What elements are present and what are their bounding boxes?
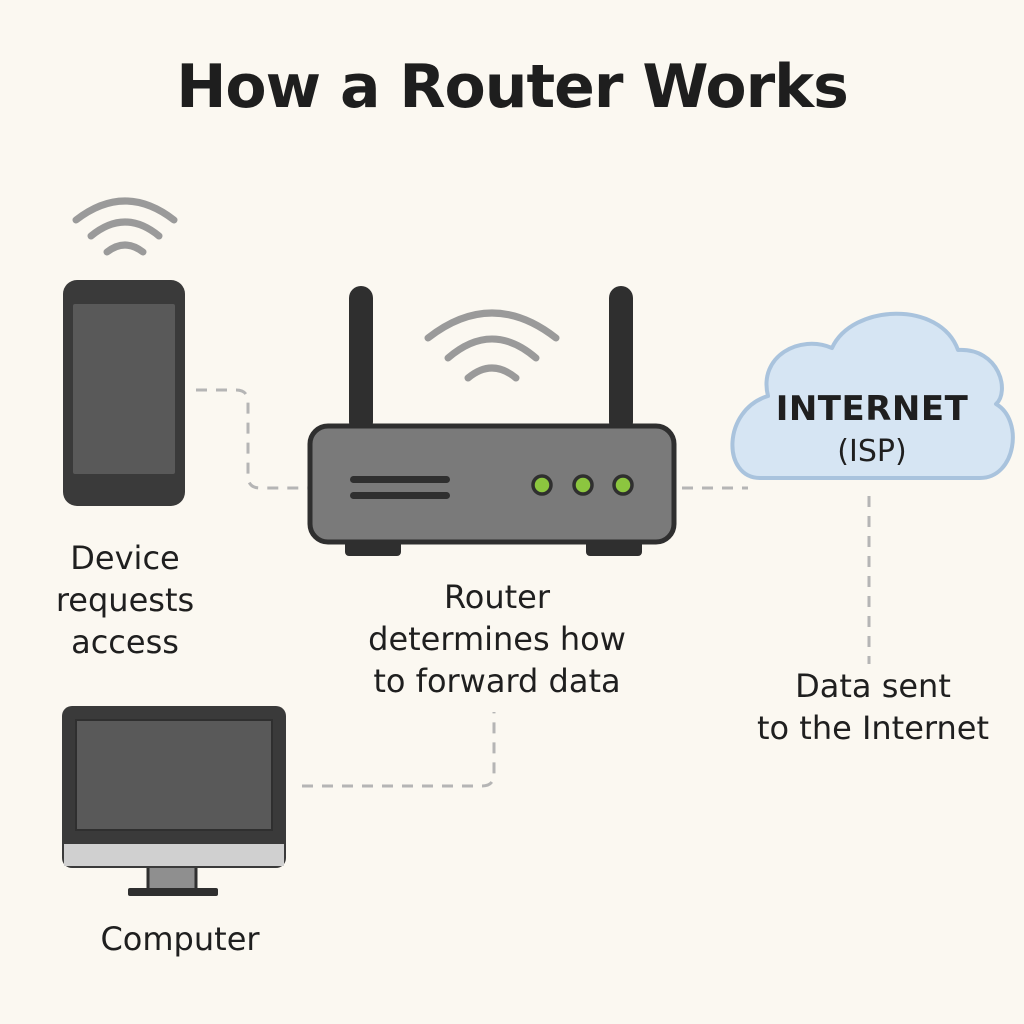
phone-router-connector	[196, 388, 308, 490]
internet-label-line-1: Data sent	[795, 667, 951, 705]
device-label: Device requests access	[0, 537, 250, 663]
router-label-line-2: determines how	[368, 620, 626, 658]
monitor-icon	[62, 706, 286, 896]
connectors	[196, 388, 871, 788]
page-title: How a Router Works	[176, 52, 849, 122]
smartphone-icon	[63, 280, 185, 506]
router-icon	[307, 423, 677, 556]
cloud-title: INTERNET	[775, 389, 969, 429]
computer-router-connector	[302, 712, 496, 788]
computer-label-line-1: Computer	[100, 920, 260, 958]
device-label-line-3: access	[71, 623, 179, 661]
internet-label-line-2: to the Internet	[756, 709, 990, 747]
router-label: Router determines how to forward data	[332, 576, 662, 702]
phone-wifi-icon	[72, 197, 178, 256]
computer-label: Computer	[60, 918, 300, 960]
router-label-line-1: Router	[443, 578, 551, 616]
cloud-subtitle: (ISP)	[837, 434, 907, 469]
device-label-line-2: requests	[55, 581, 195, 619]
cloud-icon	[730, 311, 1015, 480]
router-status-leds	[531, 474, 634, 496]
router-antennas	[349, 286, 633, 434]
router-wifi-icon	[424, 309, 560, 382]
internet-label: Data sent to the Internet	[728, 665, 1018, 749]
router-label-line-3: to forward data	[373, 662, 621, 700]
device-label-line-1: Device	[70, 539, 180, 577]
